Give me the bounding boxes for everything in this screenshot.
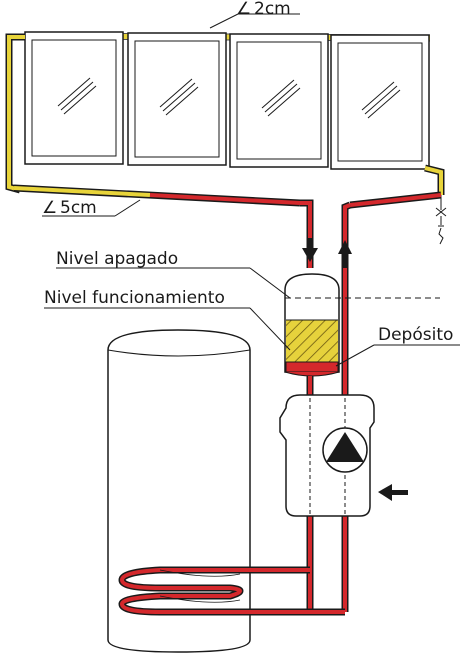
- glass-reflection-icon: [57, 77, 97, 115]
- solar-panel-2: [127, 32, 227, 166]
- slope-symbol-bottom: ∠: [42, 198, 57, 218]
- level-off-label: Nivel apagado: [56, 249, 178, 269]
- slope-label-top: ∠ 2cm: [209, 0, 300, 29]
- pump-station: [279, 394, 375, 517]
- slope-value-bottom: 5cm: [60, 198, 97, 218]
- solar-collector-array: [5, 31, 447, 245]
- slope-label-bottom: ∠ 5cm: [42, 198, 141, 218]
- slope-value-top: 2cm: [254, 0, 291, 19]
- level-running-label: Nivel funcionamiento: [44, 288, 225, 308]
- tank-label: Depósito: [378, 325, 453, 345]
- left-arrow-icon: [378, 484, 408, 501]
- pump-icon: [322, 427, 368, 473]
- up-arrow-icon: [338, 240, 352, 268]
- solar-panel-1: [24, 31, 124, 165]
- solar-panel-3: [229, 33, 329, 168]
- drainback-tank: [284, 273, 340, 377]
- heat-exchanger-coil: [118, 566, 345, 616]
- storage-tank: [107, 329, 251, 653]
- down-arrow-icon: [302, 238, 318, 262]
- drain-valve-icon: [435, 195, 447, 245]
- glass-reflection-icon: [261, 79, 301, 117]
- slope-symbol-top: ∠: [236, 0, 251, 19]
- glass-reflection-icon: [159, 78, 199, 116]
- glass-reflection-icon: [361, 81, 401, 119]
- solar-panel-4: [330, 34, 430, 170]
